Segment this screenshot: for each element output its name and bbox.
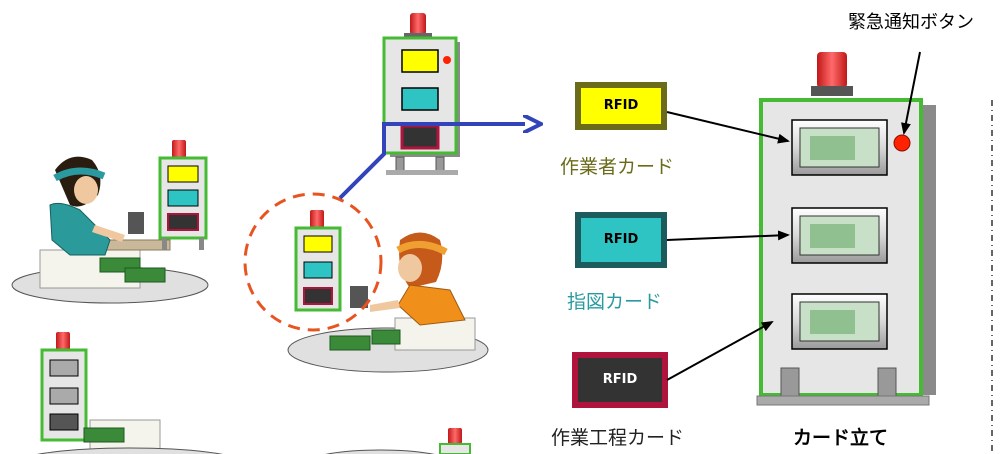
workstation-3 (37, 332, 471, 454)
instruction-card-label: 指図カード (567, 291, 663, 313)
main-card-stand (756, 52, 936, 406)
card-stand-label: カード立て (793, 427, 889, 449)
workstation-1 (11, 140, 209, 304)
rfid-card-process (572, 352, 668, 408)
rfid-card-worker (575, 82, 667, 130)
standalone-card-stand (382, 13, 460, 175)
worker-card-label: 作業者カード (560, 156, 675, 178)
workstation-2 (243, 192, 489, 373)
process-card-chip-text: RFID (602, 372, 638, 387)
process-card-label: 作業工程カード (551, 427, 685, 449)
emergency-button-icon (893, 134, 911, 152)
zoom-arrow (338, 124, 525, 200)
rfid-card-instruction (575, 212, 667, 268)
worker-card-chip-text: RFID (603, 98, 639, 113)
emergency-button-label: 緊急通知ボタン (848, 12, 974, 33)
instruction-card-chip-text: RFID (603, 232, 639, 247)
